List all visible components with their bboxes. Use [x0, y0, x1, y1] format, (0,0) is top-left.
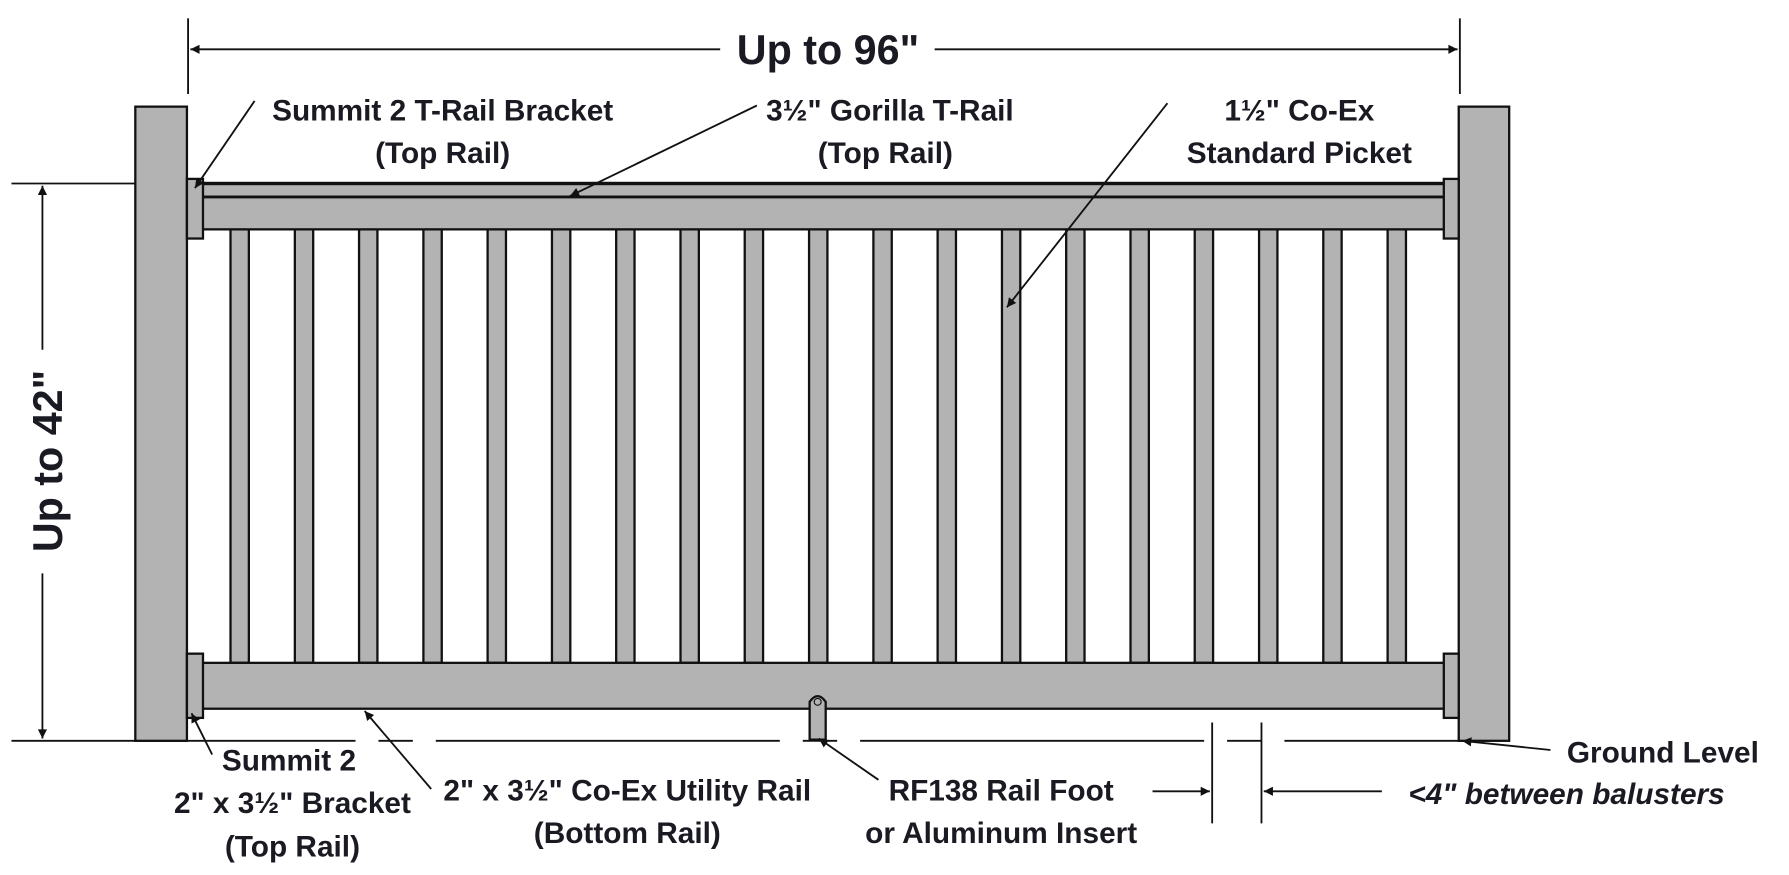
label-trail-1: 3½" Gorilla T-Rail [766, 94, 1014, 127]
label-spacing: <4" between balusters [1408, 778, 1724, 811]
label-tbracket-1: Summit 2 T-Rail Bracket [272, 94, 613, 127]
picket [743, 228, 765, 664]
picket [293, 228, 315, 664]
picket [1322, 228, 1343, 664]
label-picket-2: Standard Picket [1187, 137, 1412, 170]
label-foot-1: RF138 Rail Foot [889, 774, 1114, 807]
label-picket-1: 1½" Co-Ex [1224, 94, 1374, 127]
label-foot-2: or Aluminum Insert [865, 817, 1137, 850]
picket [1386, 228, 1408, 664]
picket [1193, 228, 1215, 664]
picket [1065, 228, 1086, 664]
picket [229, 228, 251, 664]
label-utility-2: (Bottom Rail) [534, 817, 721, 850]
label-utility-1: 2" x 3½" Co-Ex Utility Rail [443, 774, 811, 807]
pickets [229, 228, 1408, 664]
picket [422, 228, 443, 664]
width-label: Up to 96" [737, 27, 919, 73]
top-rail [185, 177, 1460, 240]
picket [486, 228, 508, 664]
picket [615, 228, 636, 664]
picket [550, 228, 572, 664]
picket [807, 228, 829, 664]
height-label: Up to 42" [25, 370, 71, 552]
picket [936, 228, 958, 664]
width-dimension: Up to 96" [187, 18, 1461, 95]
leader-lines [190, 100, 1551, 824]
picket [679, 228, 701, 664]
height-dimension: Up to 42" [11, 182, 184, 739]
label-bracket-2: 2" x 3½" Bracket [174, 787, 411, 820]
label-ground: Ground Level [1567, 737, 1759, 770]
label-bracket-3: (Top Rail) [225, 831, 360, 864]
picket [1257, 228, 1279, 664]
label-bracket-1: Summit 2 [222, 745, 356, 778]
label-trail-2: (Top Rail) [818, 137, 953, 170]
picket [872, 228, 893, 664]
picket [1129, 228, 1151, 664]
right-post [1457, 105, 1511, 742]
label-tbracket-2: (Top Rail) [375, 137, 510, 170]
rail-foot [808, 694, 827, 741]
picket [357, 228, 379, 664]
left-post [134, 105, 189, 742]
